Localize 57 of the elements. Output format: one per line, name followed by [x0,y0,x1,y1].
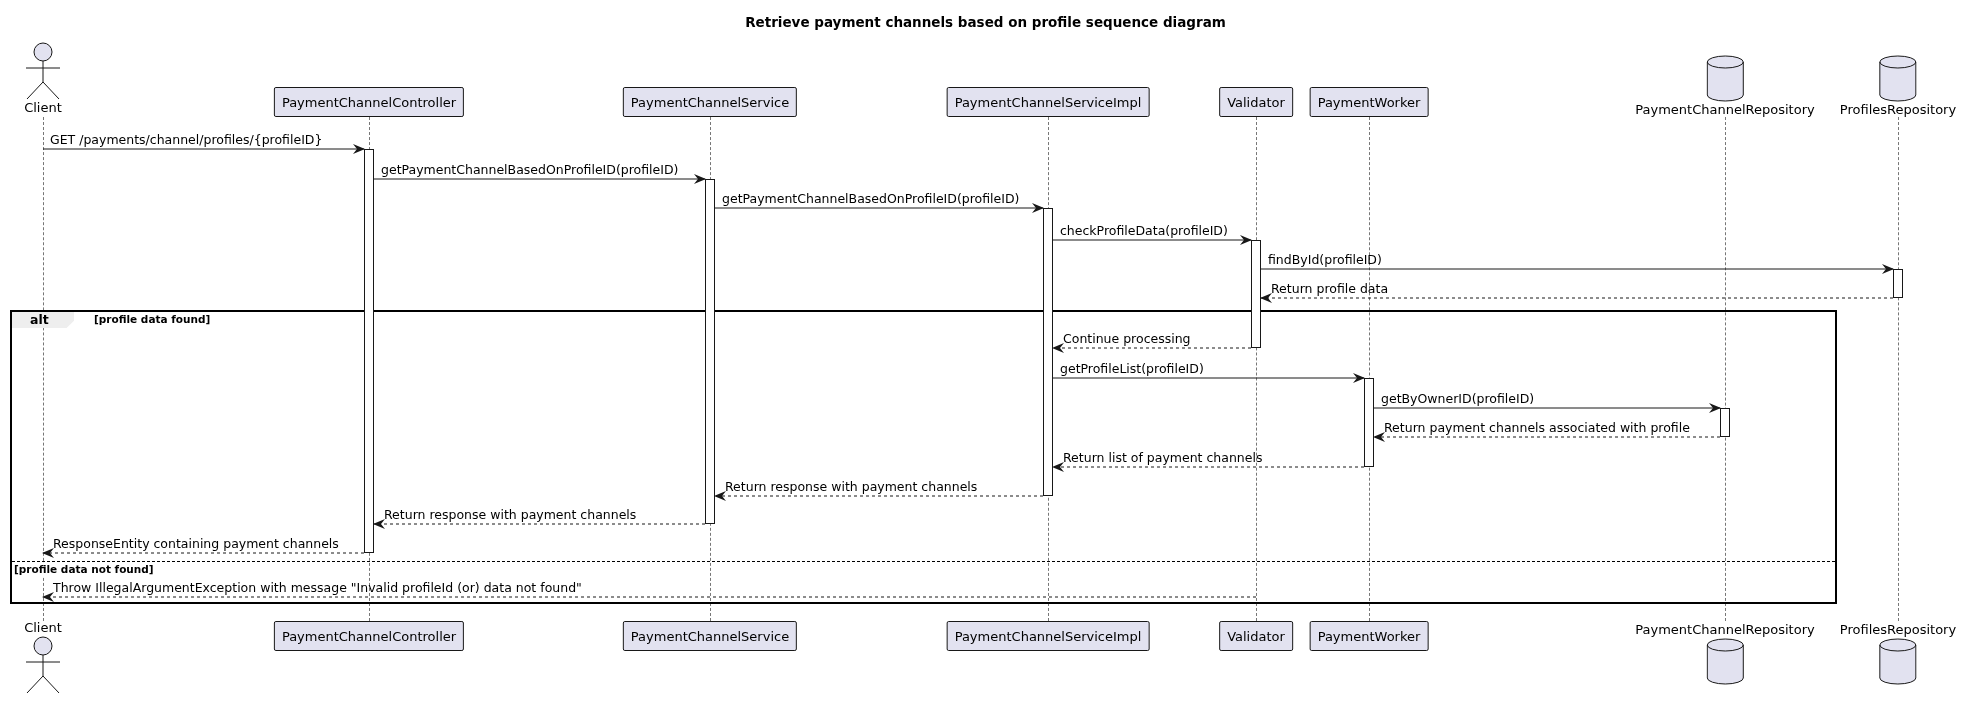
diagram-title: Retrieve payment channels based on profile sequence diagram [744,14,1227,30]
participant-box: Validator [1219,621,1293,651]
message-label: getByOwnerID(profileID) [1381,391,1535,406]
message-label: Return response with payment channels [384,507,637,522]
message-label: Throw IllegalArgumentException with message "Invalid profileId (or) data not found" [53,580,582,595]
message-label: getPaymentChannelBasedOnProfileID(profileID) [722,191,1020,206]
message-label: Continue processing [1063,331,1191,346]
message-arrow [1260,293,1894,303]
message-label: Return response with payment channels [725,479,978,494]
message-label: getProfileList(profileID) [1060,361,1204,376]
activation-bar [1043,208,1053,496]
message-arrow [42,144,365,154]
message-label: GET /payments/channel/profiles/{profileID} [50,132,323,147]
message-arrow [1260,264,1894,274]
message-label: Return payment channels associated with profile [1384,420,1690,435]
participant-label: ProfilesRepository [1839,622,1957,638]
message-arrow [1052,462,1365,472]
participant-box: PaymentChannelServiceImpl [946,87,1150,117]
message-label: Return profile data [1271,281,1389,296]
message-arrow [1052,373,1365,383]
guard-condition: [profile data not found] [14,563,154,576]
participant-box: PaymentWorker [1309,87,1429,117]
message-label: Return list of payment channels [1063,450,1263,465]
activation-bar [1251,240,1261,348]
activation-bar [1364,378,1374,467]
participant-label: PaymentChannelRepository [1635,622,1815,638]
message-arrow [42,548,365,558]
participant-label: Client [24,100,62,116]
message-arrow [373,519,706,529]
message-arrow [714,203,1044,213]
participant-box: PaymentChannelController [273,621,465,651]
participant-box: Validator [1219,87,1293,117]
participant-label: Client [24,620,62,636]
activation-bar [364,149,374,553]
activation-bar [1893,269,1903,298]
message-label: findById(profileID) [1268,252,1382,267]
participant-box: PaymentChannelService [622,87,798,117]
frame-tag: alt [12,312,74,328]
message-label: checkProfileData(profileID) [1060,223,1228,238]
message-label: ResponseEntity containing payment channels [53,536,339,551]
message-arrow [42,592,1257,602]
activation-bar [1720,408,1730,437]
message-arrow [1052,235,1252,245]
participant-box: PaymentChannelController [273,87,465,117]
message-arrow [1373,403,1721,413]
participant-box: PaymentChannelService [622,621,798,651]
activation-bar [705,179,715,524]
participant-box: PaymentWorker [1309,621,1429,651]
message-arrow [373,174,706,184]
message-label: getPaymentChannelBasedOnProfileID(profileID) [381,162,679,177]
participant-label: ProfilesRepository [1839,102,1957,118]
message-arrow [1373,432,1721,442]
participant-label: PaymentChannelRepository [1635,102,1815,118]
message-arrow [1052,343,1252,353]
message-arrow [714,491,1044,501]
guard-condition: [profile data found] [94,313,211,326]
participant-box: PaymentChannelServiceImpl [946,621,1150,651]
